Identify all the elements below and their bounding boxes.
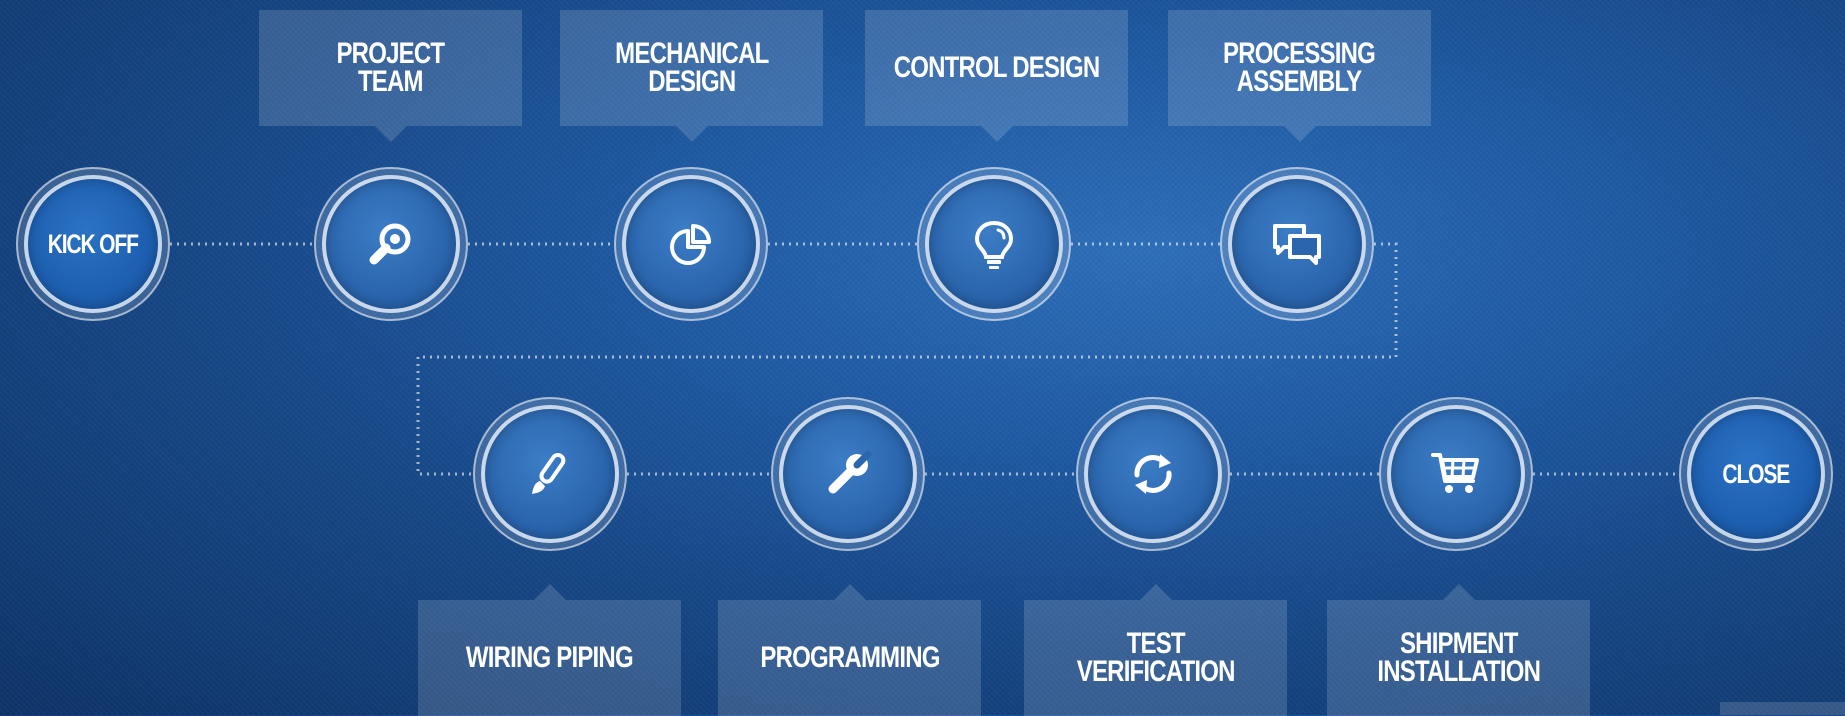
node-inner	[622, 175, 760, 313]
kick-off-label: KICK OFF	[47, 228, 139, 259]
shopping-cart-icon	[1431, 453, 1479, 493]
lightbulb-icon	[974, 220, 1014, 269]
kick-off-node[interactable]: KICK OFF	[16, 167, 170, 321]
callout-label: PROJECT TEAM	[336, 36, 446, 98]
callout-test-verification: TEST VERIFICATION	[1024, 584, 1287, 716]
node-inner: KICK OFF	[24, 175, 162, 313]
node-inner	[925, 175, 1063, 313]
callout-label: WIRING PIPING	[466, 640, 634, 674]
node-inner	[1387, 405, 1525, 543]
pie-chart-icon	[670, 224, 711, 265]
node-inner	[322, 175, 460, 313]
step-node-processing-assembly[interactable]	[1220, 167, 1374, 321]
callout-control-design: CONTROL DESIGN	[865, 10, 1128, 142]
callout-processing-assembly: PROCESSING ASSEMBLY	[1168, 10, 1431, 142]
wrench-icon	[828, 450, 872, 494]
step-node-test-verification[interactable]	[1076, 397, 1230, 551]
close-node[interactable]: CLOSE	[1679, 397, 1833, 551]
step-node-mechanical-design[interactable]	[614, 167, 768, 321]
node-inner: CLOSE	[1687, 405, 1825, 543]
callout-shipment-installation: SHIPMENT INSTALLATION	[1327, 584, 1590, 716]
close-label: CLOSE	[1722, 458, 1791, 489]
callout-wiring-piping: WIRING PIPING	[418, 584, 681, 716]
node-inner	[1084, 405, 1222, 543]
refresh-icon	[1134, 454, 1172, 494]
step-node-project-team[interactable]	[314, 167, 468, 321]
corner-panel	[1720, 702, 1845, 715]
callout-label: TEST VERIFICATION	[1076, 626, 1236, 688]
chat-bubbles-icon	[1273, 224, 1321, 265]
step-node-control-design[interactable]	[917, 167, 1071, 321]
node-inner	[779, 405, 917, 543]
callout-project-team: PROJECT TEAM	[259, 10, 522, 142]
step-node-shipment-installation[interactable]	[1379, 397, 1533, 551]
callout-label: PROGRAMMING	[759, 640, 940, 674]
node-inner	[1228, 175, 1366, 313]
callout-label: CONTROL DESIGN	[893, 50, 1101, 84]
callout-programming: PROGRAMMING	[718, 584, 981, 716]
search-icon	[369, 223, 411, 265]
node-inner	[481, 405, 619, 543]
callout-label: PROCESSING ASSEMBLY	[1223, 36, 1376, 98]
paintbrush-icon	[532, 453, 566, 494]
callout-label: SHIPMENT INSTALLATION	[1377, 626, 1541, 688]
step-node-wiring-piping[interactable]	[473, 397, 627, 551]
connector-processing-wiring	[416, 242, 1398, 476]
callout-label: MECHANICAL DESIGN	[614, 36, 769, 98]
step-node-programming[interactable]	[771, 397, 925, 551]
callout-mechanical-design: MECHANICAL DESIGN	[560, 10, 823, 142]
